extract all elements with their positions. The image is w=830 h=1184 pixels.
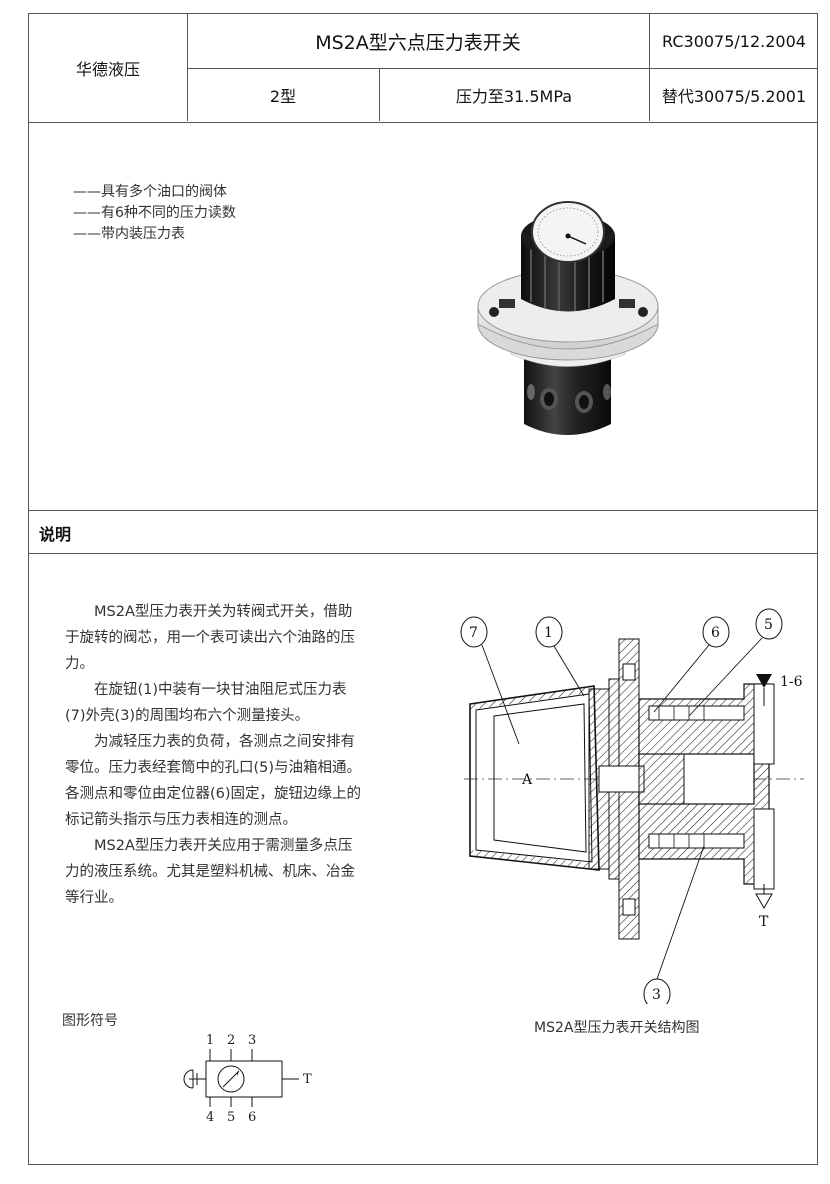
description-paragraph: MS2A型压力表开关应用于需测量多点压力的液压系统。尤其是塑料机械、机床、冶金等…: [65, 838, 355, 906]
symbol-port-1: 1: [206, 1033, 214, 1048]
model-type: 2型: [269, 86, 297, 106]
section-title: 说明: [39, 525, 72, 544]
structure-diagram: 1-6 T A 7 1 6 5 3: [460, 608, 804, 1004]
feature-item: ——有6种不同的压力读数: [73, 205, 236, 221]
description-paragraph: 在旋钮(1)中装有一块甘油阻尼式压力表(7)外壳(3)的周围均布六个测量接头。: [65, 682, 347, 724]
symbol-port-6: 6: [248, 1110, 256, 1124]
description-paragraph: MS2A型压力表开关为转阀式开关，借助于旋转的阀芯，用一个表可读出六个油路的压力…: [65, 604, 355, 672]
port-label-1-6: 1-6: [780, 674, 803, 690]
callout-7: 7: [469, 625, 478, 641]
feature-item: ——带内装压力表: [73, 226, 185, 242]
symbol-port-5: 5: [227, 1110, 235, 1124]
symbol-port-3: 3: [248, 1033, 256, 1048]
symbol-port-t: T: [303, 1072, 312, 1087]
callout-1: 1: [544, 625, 553, 641]
company-name: 华德液压: [75, 59, 140, 79]
feature-list: ——具有多个油口的阀体 ——有6种不同的压力读数 ——带内装压力表: [73, 182, 236, 245]
symbol-port-4: 4: [206, 1110, 214, 1124]
section-bar: 说明: [29, 510, 817, 554]
description-paragraph: 为减轻压力表的负荷，各测点之间安排有零位。压力表经套筒中的孔口(5)与油箱相通。…: [65, 734, 362, 828]
description-text: MS2A型压力表开关为转阀式开关，借助于旋转的阀芯，用一个表可读出六个油路的压力…: [65, 599, 365, 911]
callout-6: 6: [711, 625, 720, 641]
header-table: 华德液压 MS2A型六点压力表开关 RC30075/12.2004 2型 压力至…: [29, 14, 818, 123]
port-label-t: T: [759, 914, 769, 930]
pressure-rating: 压力至31.5MPa: [455, 86, 573, 106]
product-photo: [477, 201, 659, 435]
feature-item: ——具有多个油口的阀体: [73, 184, 227, 200]
diagram-caption: MS2A型压力表开关结构图: [534, 1020, 700, 1036]
replaces-code: 替代30075/5.2001: [661, 86, 807, 106]
callout-3: 3: [652, 987, 661, 1003]
svg-text:A: A: [521, 772, 533, 788]
symbol-title: 图形符号: [62, 1013, 118, 1029]
symbol-port-2: 2: [227, 1033, 235, 1048]
callout-5: 5: [764, 617, 773, 633]
graphic-symbol: 1 2 3 T 4 5 6: [183, 1033, 312, 1124]
document-frame: 华德液压 MS2A型六点压力表开关 RC30075/12.2004 2型 压力至…: [28, 13, 818, 1165]
document-code: RC30075/12.2004: [662, 31, 806, 51]
page-title: MS2A型六点压力表开关: [315, 31, 521, 54]
